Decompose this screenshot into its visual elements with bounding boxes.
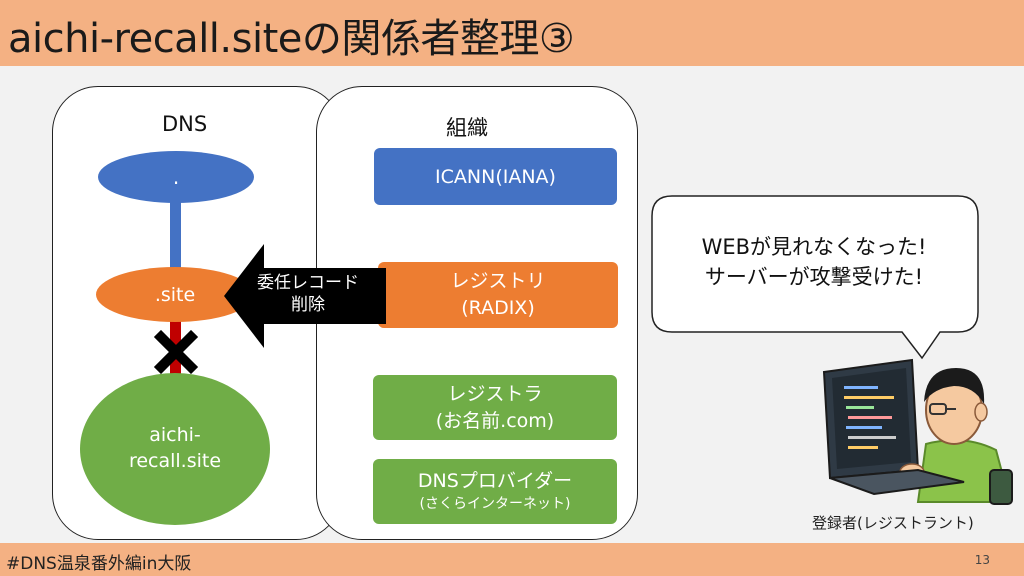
dns-panel-label: DNS: [162, 112, 208, 136]
org-panel-label: 組織: [446, 116, 488, 140]
speech-bubble-text: WEBが見れなくなった! サーバーが攻撃受けた!: [701, 235, 927, 290]
speech-bubble: [651, 195, 979, 360]
root-zone-node: .: [98, 151, 254, 203]
registry-box: レジストリ (RADIX): [378, 262, 618, 328]
aichi-recall-domain-node: aichi- recall.site: [80, 373, 270, 525]
registrant-caption: 登録者(レジストラント): [812, 514, 974, 532]
arrow-label: 委任レコード 削除: [257, 273, 359, 316]
title-bar: aichi-recall.siteの関係者整理③: [0, 0, 1024, 66]
slide-title: aichi-recall.siteの関係者整理③: [8, 16, 575, 62]
left-arrow-icon: [224, 244, 386, 348]
dns-provider-name: DNSプロバイダー: [417, 470, 573, 493]
root-site-link: [170, 200, 181, 270]
footer-hashtag: #DNS温泉番外編in大阪: [6, 554, 192, 574]
footer-bar: #DNS温泉番外編in大阪 13: [0, 543, 1024, 576]
dns-provider-company: (さくらインターネット): [419, 496, 571, 512]
registrar-box: レジストラ (お名前.com): [373, 375, 617, 440]
person-laptop-illustration: [822, 358, 1013, 505]
dns-provider-box: DNSプロバイダー (さくらインターネット): [373, 459, 617, 524]
page-number: 13: [974, 553, 990, 567]
icann-box: ICANN(IANA): [374, 148, 617, 205]
cross-icon: [154, 330, 198, 374]
